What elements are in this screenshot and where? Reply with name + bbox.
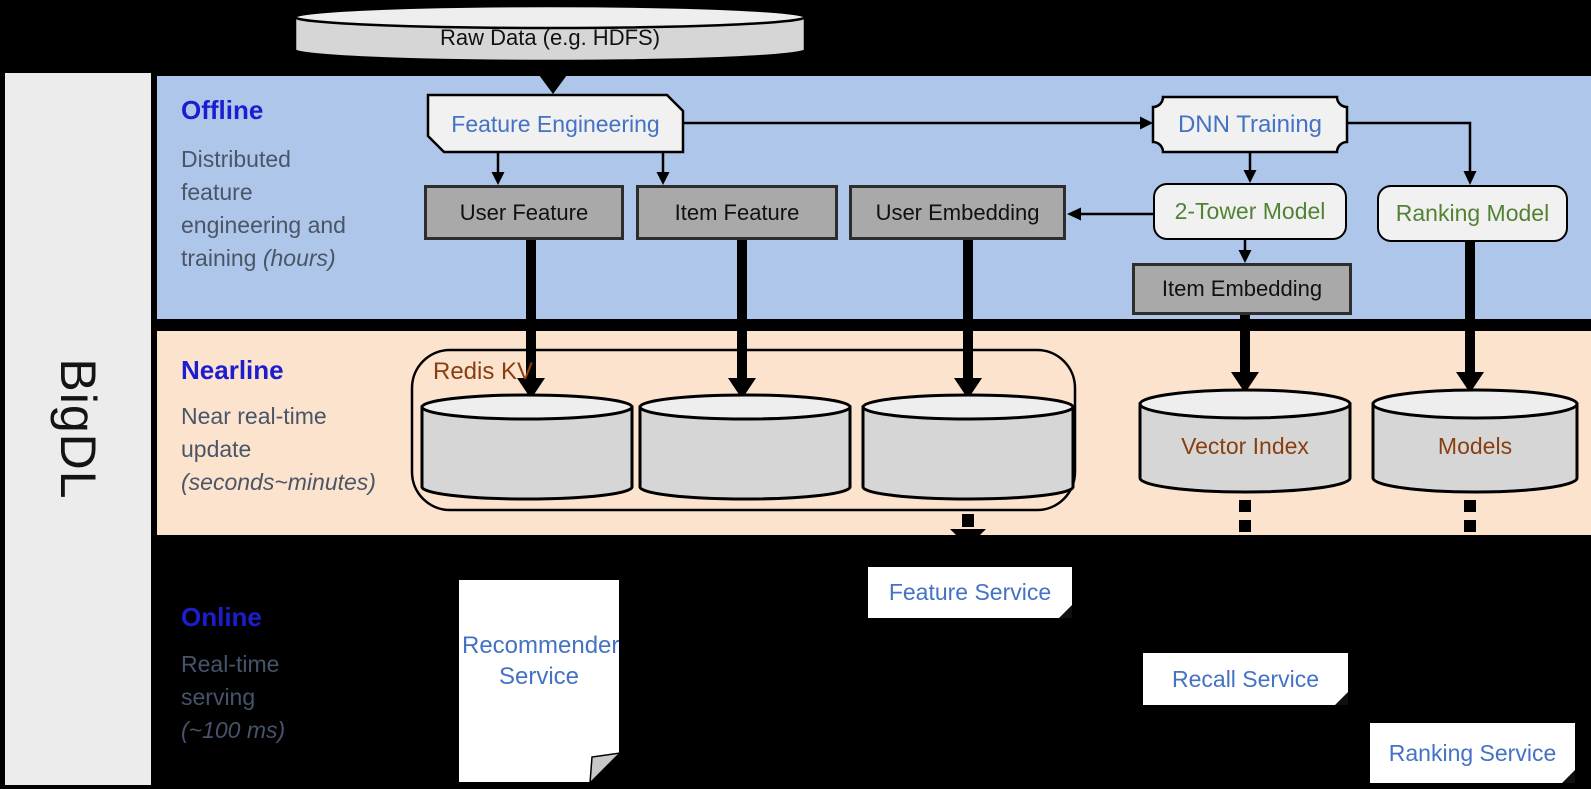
ranking-service-label: Ranking Service [1388, 739, 1557, 766]
feature-engineering-label: Feature Engineering [451, 110, 660, 137]
online-desc-line3: (~100 ms) [181, 717, 286, 743]
dnn-training-label: DNN Training [1177, 110, 1323, 138]
folded-corner-icon [1335, 692, 1348, 705]
recommender-service-label: Recommender Service [462, 632, 620, 690]
folded-corner-icon [1059, 605, 1072, 618]
nearline-title: Nearline [181, 355, 284, 385]
raw-data-label: Raw Data (e.g. HDFS) [439, 25, 661, 50]
offline-description: Distributed feature engineering and trai… [181, 143, 346, 275]
offline-desc-line3: engineering and [181, 212, 346, 238]
redis-kv-label: Redis KV [433, 358, 534, 385]
ranking-model-box: Ranking Model [1377, 185, 1568, 242]
recall-service-label: Recall Service [1172, 665, 1319, 692]
offline-title: Offline [181, 95, 264, 125]
feature-service-label: Feature Service [888, 579, 1052, 605]
feature-service-box: Feature Service [868, 567, 1072, 618]
nearline-desc-line2: update [181, 436, 252, 462]
online-desc-line1: Real-time [181, 651, 280, 677]
recall-service-box: Recall Service [1143, 653, 1348, 705]
offline-desc-line1: Distributed [181, 146, 291, 172]
ranking-service-box: Ranking Service [1370, 723, 1575, 783]
nearline-desc-line1: Near real-time [181, 403, 327, 429]
item-feature-box: Item Feature [636, 185, 838, 240]
nearline-description: Near real-time update (seconds~minutes) [181, 400, 376, 499]
nearline-desc-line3: (seconds~minutes) [181, 469, 376, 495]
bigdl-sidebar: BigDL [5, 73, 151, 785]
user-embedding-box: User Embedding [849, 185, 1066, 240]
two-tower-model-box: 2-Tower Model [1153, 183, 1347, 240]
offline-desc-line4: training (hours) [181, 245, 336, 271]
vector-index-label: Vector Index [1181, 432, 1309, 459]
online-desc-line2: serving [181, 684, 256, 710]
online-description: Real-time serving (~100 ms) [181, 648, 285, 747]
item-embedding-box: Item Embedding [1132, 263, 1352, 315]
user-feature-box: User Feature [424, 185, 624, 240]
offline-desc-line2: feature [181, 179, 253, 205]
models-label: Models [1437, 432, 1513, 459]
online-title: Online [181, 602, 262, 632]
folded-corner-icon [1562, 770, 1575, 783]
bigdl-label: BigDL [50, 358, 106, 500]
